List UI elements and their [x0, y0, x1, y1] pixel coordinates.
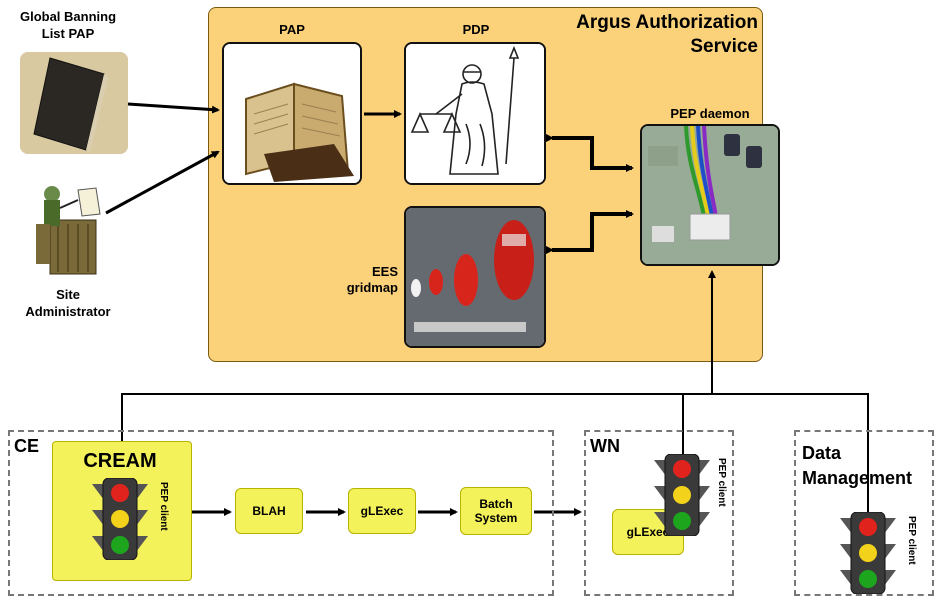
- dm-traffic-light: [840, 512, 896, 594]
- pep-bus: [121, 393, 869, 512]
- glexec-ce-label: gLExec: [360, 504, 404, 518]
- cream-label: CREAM: [83, 450, 157, 472]
- batch-label-line1: Batch: [479, 497, 513, 511]
- ce-label: CE: [14, 436, 40, 456]
- notebook-image: [20, 52, 128, 154]
- banning-to-pap-arrow: [127, 102, 220, 114]
- site-admin-label-line1: Site: [56, 287, 80, 302]
- pep-daemon-label: PEP daemon: [670, 106, 750, 121]
- pep-daemon-image: [640, 124, 780, 266]
- dm-label-line2: Management: [802, 468, 913, 488]
- wn-traffic-light: [654, 454, 710, 536]
- ce-traffic-light: [92, 478, 148, 560]
- justice-scales-illustration: [406, 44, 544, 183]
- argus-title-line1: Argus Authorization: [576, 12, 758, 33]
- argus-title-line2: Service: [690, 36, 758, 57]
- ees-label-line2: gridmap: [346, 280, 398, 295]
- book-illustration: [224, 44, 360, 183]
- ees-gridmap-image: [404, 206, 546, 348]
- admin-to-pap-arrow: [105, 150, 220, 215]
- toy-cars-photo: [406, 208, 544, 346]
- global-banning-label-line1: Global Banning: [19, 9, 117, 24]
- ees-label-line1: EES: [371, 264, 398, 279]
- administrator-figure: [28, 180, 110, 276]
- ce-box: [8, 430, 554, 596]
- ce-pep-client-label: PEP client: [158, 482, 169, 531]
- pdp-label: PDP: [462, 22, 490, 37]
- wn-box: [584, 430, 734, 596]
- notebook-photo: [20, 52, 128, 154]
- global-banning-label-line2: List PAP: [41, 26, 95, 41]
- site-admin-label-line2: Administrator: [25, 304, 111, 319]
- pap-label: PAP: [279, 22, 305, 37]
- data-management-box: [794, 430, 934, 596]
- pdp-pep-link: [546, 134, 634, 172]
- administrator-illustration: [36, 186, 101, 275]
- pap-image: [222, 42, 362, 185]
- pdp-image: [404, 42, 546, 185]
- wn-glexec-label: gLExec: [626, 525, 670, 539]
- ees-pep-link: [546, 210, 634, 254]
- dm-label-line1: Data: [802, 443, 842, 463]
- blah-box: BLAH: [235, 488, 303, 534]
- wn-pep-client-label: PEP client: [716, 458, 727, 507]
- wn-label: WN: [590, 436, 620, 456]
- batch-system-box: Batch System: [460, 487, 532, 535]
- batch-label-line2: System: [474, 511, 518, 525]
- motherboard-photo: [642, 126, 778, 264]
- blah-label: BLAH: [252, 504, 286, 518]
- glexec-ce-box: gLExec: [348, 488, 416, 534]
- dm-pep-client-label: PEP client: [906, 516, 917, 565]
